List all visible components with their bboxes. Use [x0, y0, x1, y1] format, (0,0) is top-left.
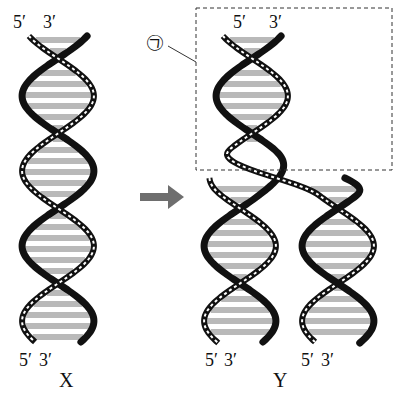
end-label: 5′: [300, 350, 315, 370]
base-pair: [38, 114, 78, 120]
strand-stripes: [204, 178, 276, 343]
leader-line: [168, 46, 196, 62]
base-pair: [26, 312, 90, 318]
base-pair: [219, 92, 285, 98]
base-pair: [31, 257, 85, 263]
base-pair: [305, 241, 371, 247]
base-pair: [25, 246, 90, 252]
end-label: 3′: [268, 12, 283, 32]
base-pair: [309, 329, 367, 335]
base-pair: [221, 296, 259, 302]
end-label: 3′: [223, 350, 238, 370]
dna-strand: [22, 36, 94, 342]
base-pair: [207, 318, 273, 324]
base-pair: [212, 230, 268, 236]
end-label: 3′: [42, 12, 57, 32]
base-pair: [230, 37, 274, 43]
base-pair: [29, 81, 86, 87]
base-pair: [33, 334, 83, 340]
base-pair: [29, 180, 86, 186]
dashed-region: [196, 8, 392, 170]
molecule-name: Y: [272, 370, 288, 390]
base-pair: [309, 307, 368, 313]
base-pair: [308, 252, 369, 258]
base-pair: [223, 81, 280, 87]
strand-stripes: [223, 36, 374, 342]
base-pair: [38, 147, 78, 153]
strands: [22, 36, 374, 343]
base-pair: [210, 252, 271, 258]
base-pair: [319, 296, 357, 302]
end-label: 5′: [12, 12, 27, 32]
end-label: 5′: [204, 350, 219, 370]
base-pair: [310, 230, 366, 236]
molecule-name: X: [58, 370, 74, 390]
base-pair: [207, 241, 273, 247]
base-pair: [317, 263, 359, 269]
dna-strand: [204, 36, 284, 342]
base-pair: [211, 307, 270, 313]
dna-strand: [223, 36, 374, 342]
end-label: 5′: [232, 12, 247, 32]
base-pair: [305, 318, 371, 324]
base-pair: [26, 323, 90, 329]
base-pair: [217, 186, 263, 192]
strand-stripes: [22, 36, 94, 342]
base-pair: [28, 103, 88, 109]
base-pair: [34, 301, 83, 307]
dna-strand: [204, 178, 276, 343]
base-pair: [219, 263, 261, 269]
callout-symbol: ㉠: [145, 32, 165, 52]
dna-strand: [22, 36, 94, 342]
end-label: 3′: [320, 350, 335, 370]
base-pair: [27, 235, 89, 241]
dna-strand: [302, 178, 374, 343]
base-pair: [222, 103, 282, 109]
base-pair: [36, 37, 80, 43]
base-pair: [211, 329, 269, 335]
base-pair: [36, 224, 80, 230]
base-pair: [28, 158, 88, 164]
end-label: 5′: [18, 350, 33, 370]
process-arrow: [140, 185, 184, 209]
base-pair: [232, 114, 272, 120]
end-label: 3′: [38, 350, 53, 370]
base-pair: [25, 92, 91, 98]
base-pair: [25, 169, 91, 175]
